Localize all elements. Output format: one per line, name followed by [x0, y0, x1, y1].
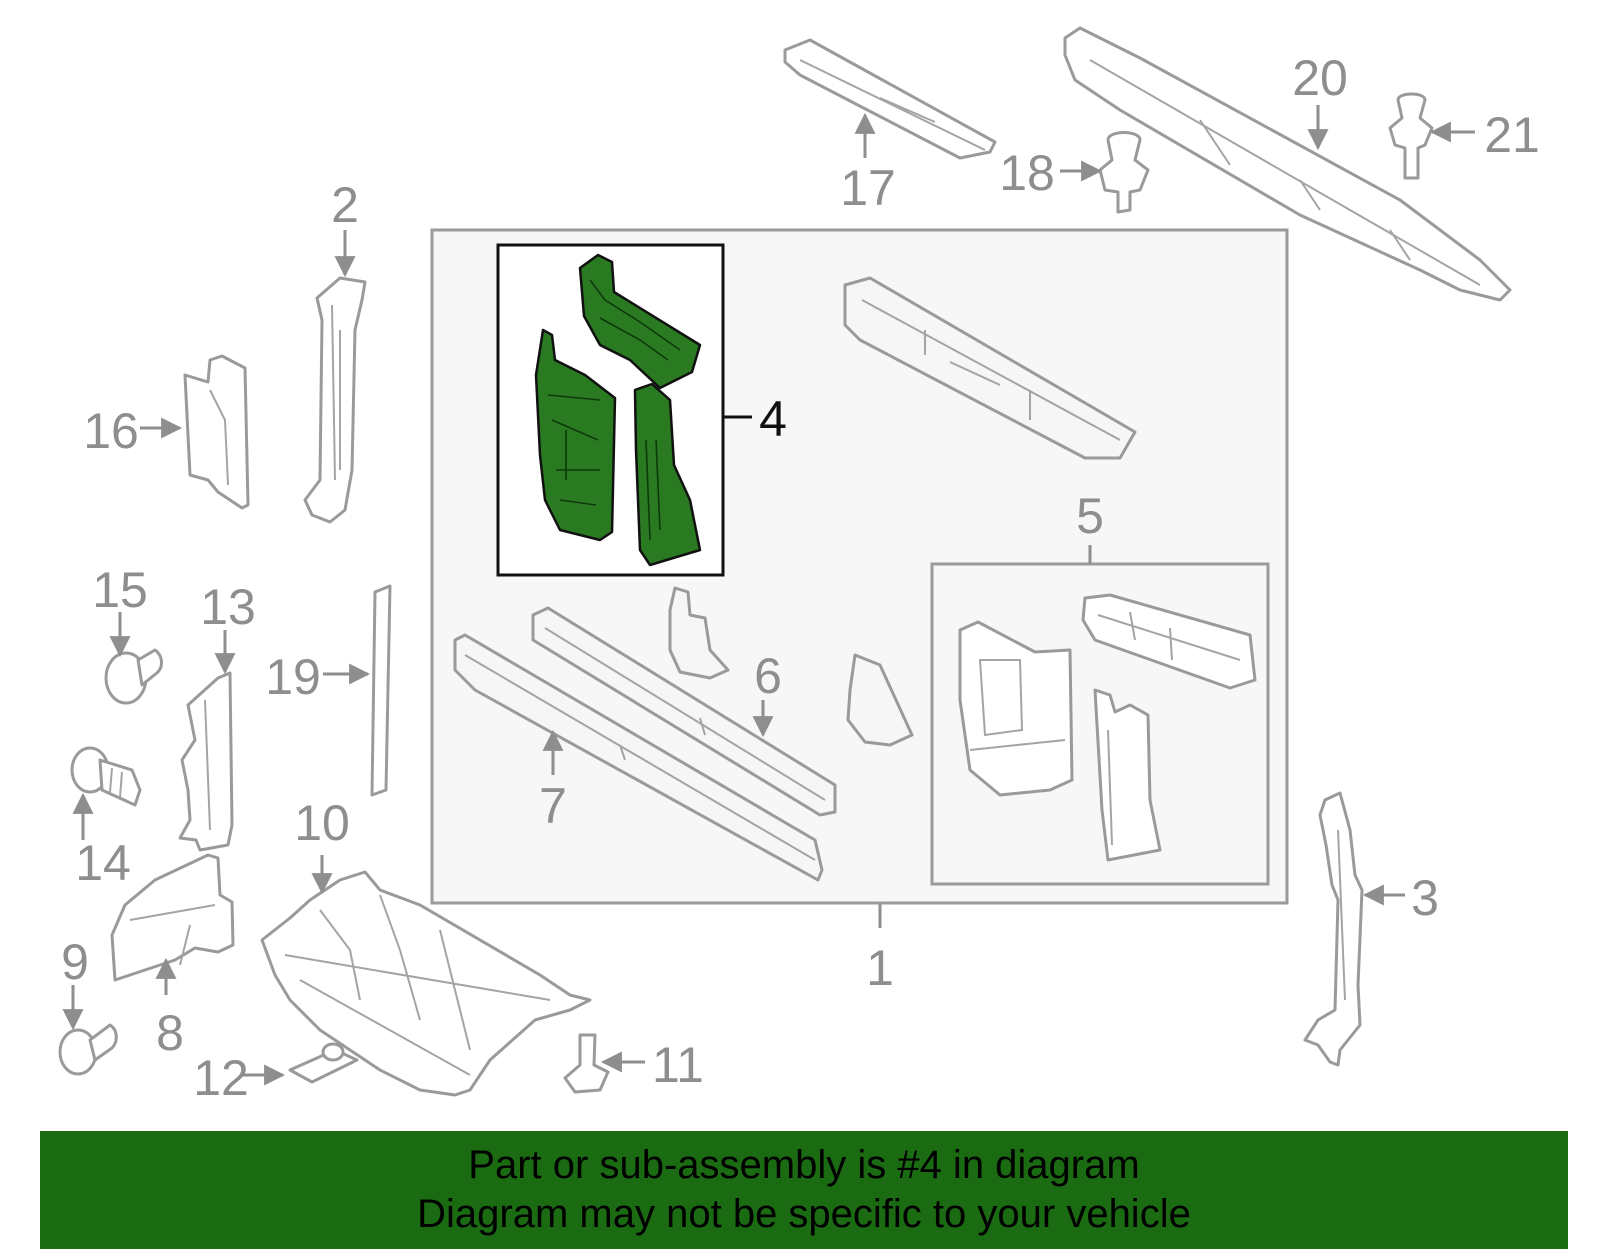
- part-16: [183, 354, 250, 510]
- part-7: [453, 633, 824, 882]
- part-11-bolt: [563, 1033, 610, 1094]
- part-12-nut: [288, 1042, 359, 1084]
- callout-12: 12: [193, 1050, 249, 1106]
- part-19-strip: [370, 584, 392, 797]
- callout-10: 10: [294, 795, 350, 851]
- callout-11: 11: [652, 1037, 704, 1093]
- callout-21: 21: [1484, 107, 1540, 163]
- callout-20: 20: [1292, 50, 1348, 106]
- banner-line-part: Part or sub-assembly is #4 in diagram: [468, 1143, 1140, 1187]
- banner-line-disclaimer: Diagram may not be specific to your vehi…: [417, 1192, 1191, 1236]
- callout-14: 14: [75, 835, 131, 891]
- callout-16: 16: [83, 403, 139, 459]
- part-20: [1063, 26, 1512, 302]
- part-13: [178, 671, 234, 852]
- upper-tie-bar: [843, 276, 1137, 460]
- callout-1: 1: [866, 940, 894, 996]
- callout-2: 2: [331, 177, 359, 233]
- callout-17: 17: [840, 160, 896, 216]
- part-9-pushpin: [58, 1023, 118, 1076]
- callout-5: 5: [1076, 488, 1104, 544]
- part-21-clip: [1388, 92, 1434, 180]
- part-18-clip: [1098, 131, 1150, 214]
- callout-4: 4: [759, 391, 787, 447]
- part-17: [783, 38, 997, 160]
- part-14-screw: [70, 746, 142, 807]
- part-3: [1303, 791, 1364, 1067]
- part-5-pieces: [958, 593, 1257, 862]
- callout-9: 9: [61, 934, 89, 990]
- part-15-pushpin: [104, 648, 164, 705]
- callout-6: 6: [754, 648, 782, 704]
- part-8: [110, 853, 235, 982]
- part-2: [303, 276, 367, 524]
- part-10-shield: [260, 870, 592, 1097]
- callout-15: 15: [92, 562, 148, 618]
- bracket-center: [668, 586, 914, 747]
- callout-13: 13: [200, 579, 256, 635]
- callout-8: 8: [156, 1005, 184, 1061]
- part-6: [531, 606, 837, 817]
- callout-18: 18: [999, 145, 1055, 201]
- callout-3: 3: [1411, 870, 1439, 926]
- callout-7: 7: [539, 778, 567, 834]
- info-banner: Part or sub-assembly is #4 in diagram Di…: [40, 1131, 1568, 1249]
- callout-19: 19: [265, 649, 321, 705]
- part-4-highlighted: [534, 253, 702, 567]
